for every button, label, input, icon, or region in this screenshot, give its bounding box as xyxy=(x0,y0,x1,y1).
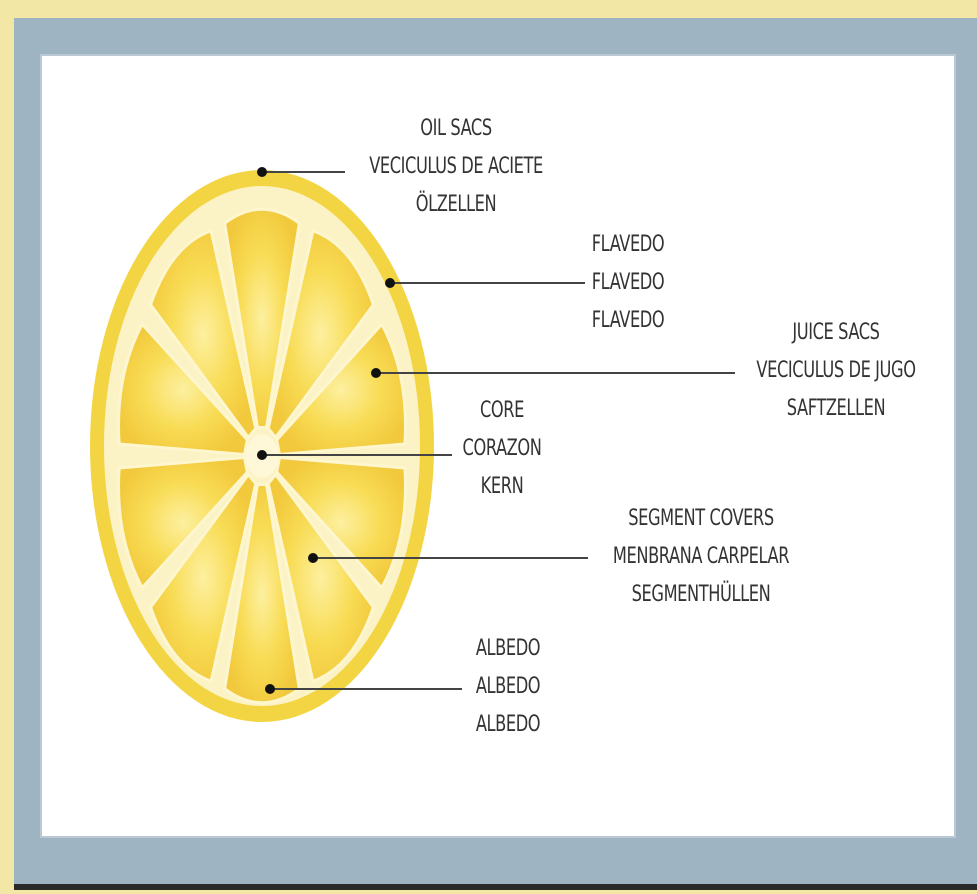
label-flavedo: FLAVEDO FLAVEDO FLAVEDO xyxy=(582,226,674,340)
dot-juice-sacs xyxy=(371,368,381,378)
lemon-slice xyxy=(90,170,434,722)
label-segment-covers: SEGMENT COVERS MENBRANA CARPELAR SEGMENT… xyxy=(595,500,807,614)
label-juice-sacs: JUICE SACS VECICULUS DE JUGO SAFTZELLEN xyxy=(741,314,931,428)
label-core: CORE CORAZON KERN xyxy=(451,392,553,506)
dot-segment-covers xyxy=(308,553,318,563)
dot-oil-sacs xyxy=(257,167,267,177)
label-oil-sacs: OIL SACS VECICULUS DE ACIETE ÖLZELLEN xyxy=(359,110,553,224)
label-albedo: ALBEDO ALBEDO ALBEDO xyxy=(462,630,554,744)
dot-flavedo xyxy=(385,278,395,288)
dot-albedo xyxy=(265,684,275,694)
dot-core xyxy=(257,450,267,460)
